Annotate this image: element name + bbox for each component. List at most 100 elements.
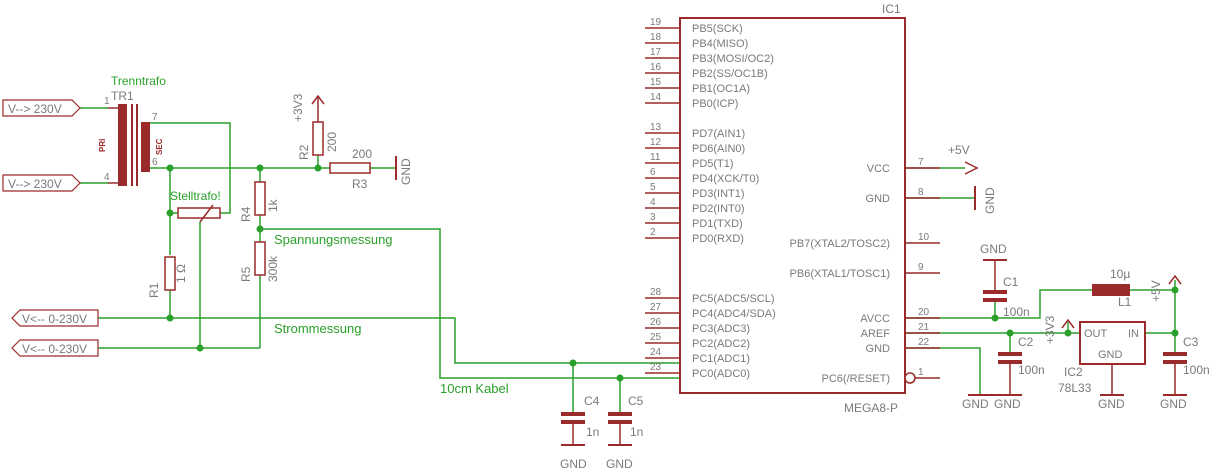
c3-name: C3 bbox=[1183, 335, 1199, 349]
gnd-pin8: GND bbox=[974, 186, 997, 214]
pin-number: 28 bbox=[650, 287, 662, 298]
junction bbox=[1006, 329, 1014, 337]
c3-plate bbox=[1163, 352, 1187, 356]
ports bbox=[2, 99, 99, 357]
pin-label: PB4(MISO) bbox=[692, 38, 748, 50]
resistor-r4 bbox=[254, 181, 266, 216]
pin-label: PB0(ICP) bbox=[692, 98, 738, 110]
junction bbox=[1171, 286, 1179, 294]
c5-plate bbox=[608, 412, 632, 416]
tr-pri: PRI bbox=[98, 139, 107, 152]
pin-label: PC3(ADC3) bbox=[692, 323, 750, 335]
c1-value: 100n bbox=[1003, 305, 1030, 319]
c1-plate bbox=[983, 298, 1007, 302]
tr-title: Trenntrafo bbox=[111, 74, 166, 88]
c1-name: C1 bbox=[1003, 275, 1019, 289]
pin-label: PB2(SS/OC1B) bbox=[692, 68, 768, 80]
port-in1 bbox=[2, 99, 81, 117]
port-labels: V--> 230V V--> 230V V<-- 0-230V V<-- 0-2… bbox=[8, 102, 87, 356]
c3-plate bbox=[1163, 360, 1187, 364]
supply-label: +5V bbox=[1149, 280, 1163, 302]
port-in1-label: V--> 230V bbox=[8, 102, 62, 116]
supply-3v3-aref: +3V3 bbox=[1043, 315, 1075, 344]
arrow-icon bbox=[1168, 274, 1182, 285]
junction bbox=[1064, 329, 1072, 337]
wire-gnd22 bbox=[905, 347, 981, 395]
tr-core bbox=[136, 104, 138, 186]
junction bbox=[1171, 329, 1179, 337]
pin-label: AVCC bbox=[860, 313, 890, 325]
supply-5v-vcc: +5V bbox=[948, 143, 979, 175]
resistor-r2 bbox=[312, 121, 324, 156]
pin-label: PC2(ADC2) bbox=[692, 338, 750, 350]
pin-number: 1 bbox=[918, 367, 924, 378]
tr-secondary bbox=[141, 122, 150, 172]
gnd-label: GND bbox=[399, 158, 413, 185]
junction bbox=[991, 314, 999, 322]
pin-number: 23 bbox=[650, 362, 662, 373]
pin-label: PC6(/RESET) bbox=[822, 373, 890, 385]
ic2-body bbox=[1079, 321, 1146, 365]
net-label-strom: Strommessung bbox=[274, 321, 361, 336]
pin-label: PD4(XCK/T0) bbox=[692, 173, 759, 185]
pin-number: 21 bbox=[918, 322, 930, 333]
c4-plate bbox=[561, 412, 585, 416]
r5-value: 300k bbox=[266, 255, 280, 282]
tr-pin4: 4 bbox=[104, 172, 110, 183]
r2-name: R2 bbox=[297, 144, 311, 160]
pin-number: 17 bbox=[650, 47, 662, 58]
junction bbox=[166, 164, 174, 172]
pin-number: 2 bbox=[650, 227, 656, 238]
tr-pin1: 1 bbox=[104, 96, 110, 107]
c3-value: 100n bbox=[1183, 363, 1210, 377]
pin-label: AREF bbox=[861, 328, 891, 340]
pin-number: 24 bbox=[650, 347, 662, 358]
pin-label: PB6(XTAL1/TOSC1) bbox=[790, 268, 890, 280]
pin-label: VCC bbox=[867, 163, 890, 175]
gnd-22-label: GND bbox=[962, 397, 989, 411]
r2-value: 200 bbox=[325, 132, 339, 152]
junction bbox=[256, 225, 264, 233]
capacitor-c1: GND C1 100n bbox=[980, 242, 1030, 319]
l1-value: 10µ bbox=[1110, 267, 1130, 281]
reset-inversion-bubble bbox=[904, 372, 916, 384]
tr-sec: SEC bbox=[155, 138, 164, 155]
pin-number: 3 bbox=[650, 212, 656, 223]
supply-label: +3V3 bbox=[1043, 315, 1057, 344]
pin-label: PC4(ADC4/SDA) bbox=[692, 308, 776, 320]
resistor-r5 bbox=[254, 241, 266, 276]
capacitor-c2: C2 100n GND GND bbox=[962, 335, 1045, 411]
pin-number: 5 bbox=[650, 182, 656, 193]
port-in2-label: V--> 230V bbox=[8, 177, 62, 191]
wire-strom bbox=[98, 317, 680, 364]
pin-label: PB3(MOSI/OC2) bbox=[692, 53, 774, 65]
pin-label: GND bbox=[866, 343, 891, 355]
pin-number: 27 bbox=[650, 302, 662, 313]
junctions bbox=[166, 164, 1179, 382]
wire-spannung bbox=[260, 228, 680, 379]
junction bbox=[196, 344, 204, 352]
c4-name: C4 bbox=[584, 394, 600, 408]
pin-label: PB7(XTAL2/TOSC2) bbox=[790, 238, 890, 250]
pin-label: PD0(RXD) bbox=[692, 233, 744, 245]
ic2-gnd: GND bbox=[1098, 397, 1125, 411]
pin-number: 15 bbox=[650, 77, 662, 88]
pin-number: 9 bbox=[918, 262, 924, 273]
pin-label: PD5(T1) bbox=[692, 158, 734, 170]
stelltrafo: Stelltrafo! bbox=[170, 189, 221, 223]
pin-number: 14 bbox=[650, 92, 662, 103]
c2-value: 100n bbox=[1018, 363, 1045, 377]
pin-label: PC0(ADC0) bbox=[692, 368, 750, 380]
c5-name: C5 bbox=[628, 394, 644, 408]
port-out1 bbox=[11, 309, 99, 327]
pin-number: 25 bbox=[650, 332, 662, 343]
capacitors-c4-c5: C4 1n GND C5 1n GND bbox=[560, 394, 644, 471]
pin-label: PD7(AIN1) bbox=[692, 128, 745, 140]
pin-label: GND bbox=[866, 193, 891, 205]
junction bbox=[166, 209, 174, 217]
ic2-gnd-pin: GND bbox=[1098, 349, 1123, 361]
c4-plate bbox=[561, 420, 585, 424]
pin-label: PD3(INT1) bbox=[692, 188, 745, 200]
junction bbox=[314, 164, 322, 172]
